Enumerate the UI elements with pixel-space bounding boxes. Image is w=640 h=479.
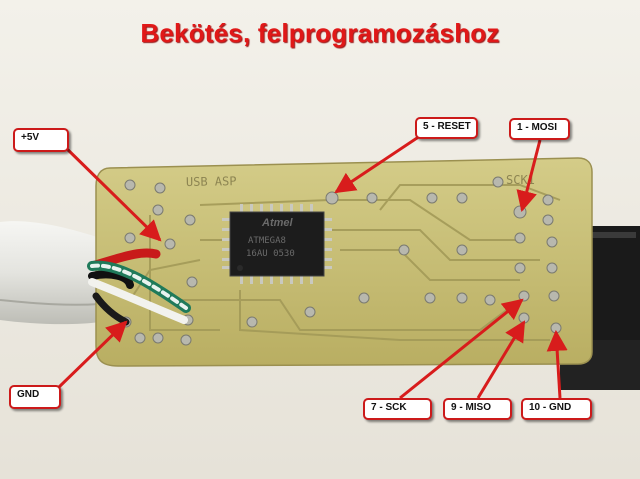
chip-line1: ATMEGA8 [248,236,286,246]
pointer-arrows [56,134,568,400]
callout-reset: 5 - RESET [415,117,478,139]
page-title: Bekötés, felprogramozáshoz [140,18,500,48]
callout-gnd: GND [9,385,61,409]
callout-gnd-pin10: 10 - GND [521,398,592,420]
callout-5v: +5V [13,128,69,152]
silkscreen-left: USB ASP [186,174,237,189]
callout-miso: 9 - MISO [443,398,512,420]
chip-logo: Atmel [261,217,294,229]
callout-sck: 7 - SCK [363,398,432,420]
usb-cable [0,221,101,325]
chip-line2: 16AU 0530 [246,249,295,259]
pcb-board: USB ASP SCK1 [95,157,593,367]
callout-mosi: 1 - MOSI [509,118,570,140]
microcontroller-chip: Atmel ATMEGA8 16AU 0530 [222,204,332,284]
